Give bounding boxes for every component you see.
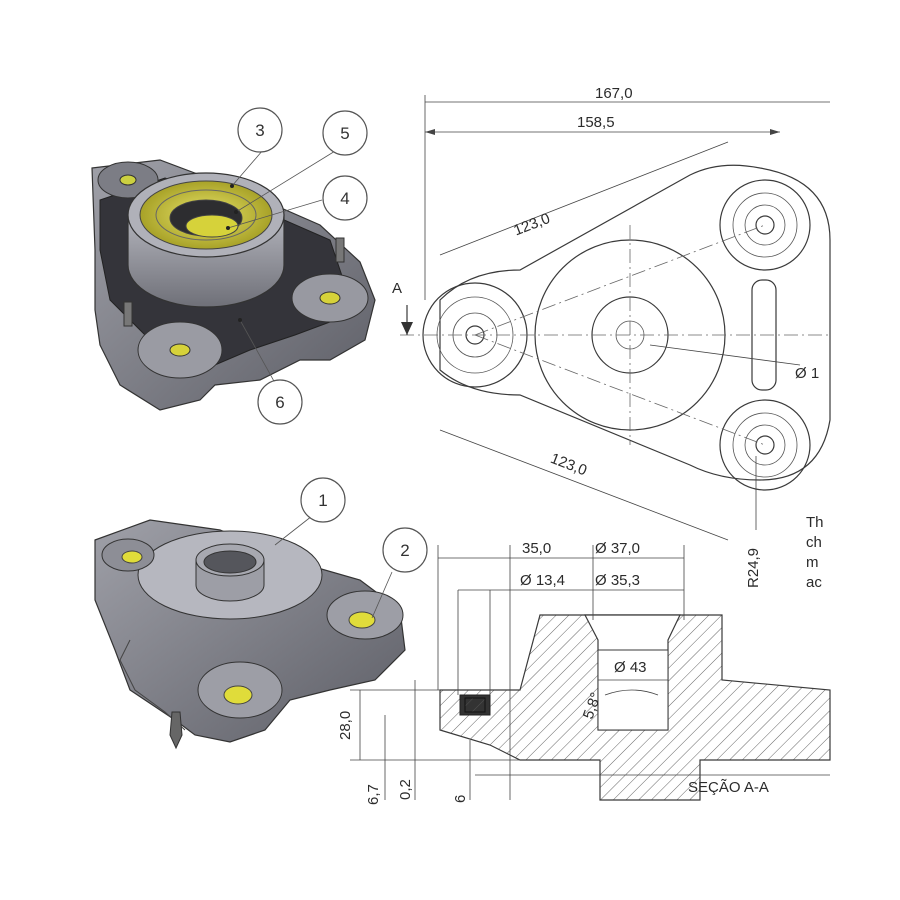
housing-3d-view: 1 2 — [94, 477, 428, 750]
svg-text:5: 5 — [340, 124, 349, 143]
svg-text:Ø 43: Ø 43 — [614, 659, 647, 676]
balloon-4: 4 — [322, 175, 368, 221]
svg-text:35,0: 35,0 — [522, 540, 551, 557]
insert-yellow-3 — [223, 685, 253, 705]
svg-text:167,0: 167,0 — [595, 85, 633, 102]
svg-text:123,0: 123,0 — [511, 210, 552, 239]
insert-yellow-2 — [348, 611, 376, 629]
balloon-2: 2 — [382, 527, 428, 573]
svg-text:m: m — [806, 554, 819, 571]
svg-text:A: A — [392, 280, 402, 297]
balloon-5: 5 — [322, 110, 368, 156]
svg-text:123,0: 123,0 — [548, 450, 589, 479]
svg-text:4: 4 — [340, 189, 349, 208]
svg-text:6: 6 — [452, 795, 469, 803]
insert-yellow-1 — [121, 550, 143, 564]
svg-text:ch: ch — [806, 534, 822, 551]
svg-text:0,2: 0,2 — [397, 779, 414, 800]
svg-text:Th: Th — [806, 514, 824, 531]
svg-text:28,0: 28,0 — [337, 711, 354, 740]
svg-text:Ø 13,4: Ø 13,4 — [520, 572, 565, 589]
section-view-drawing: 35,0 Ø 37,0 Ø 13,4 Ø 35,3 Ø 43 5,8° 28,0… — [337, 540, 831, 805]
svg-text:Ø 37,0: Ø 37,0 — [595, 540, 640, 557]
balloon-3: 3 — [237, 107, 283, 153]
svg-text:Ø 1: Ø 1 — [795, 365, 819, 382]
svg-text:158,5: 158,5 — [577, 114, 615, 131]
svg-text:R24,9: R24,9 — [745, 548, 762, 588]
svg-text:6,7: 6,7 — [365, 784, 382, 805]
svg-text:3: 3 — [255, 121, 264, 140]
svg-text:Ø 35,3: Ø 35,3 — [595, 572, 640, 589]
assembly-3d-view: 3 5 4 6 — [91, 107, 376, 425]
svg-text:6: 6 — [275, 393, 284, 412]
balloon-1: 1 — [300, 477, 346, 523]
svg-text:ac: ac — [806, 574, 822, 591]
svg-text:SEÇÃO A-A: SEÇÃO A-A — [688, 779, 769, 796]
svg-text:2: 2 — [400, 541, 409, 560]
balloon-6: 6 — [257, 379, 303, 425]
top-view-drawing: A 167,0 158,5 123,0 123,0 R24,9 Ø 1 Th c… — [392, 85, 831, 591]
svg-text:1: 1 — [318, 491, 327, 510]
